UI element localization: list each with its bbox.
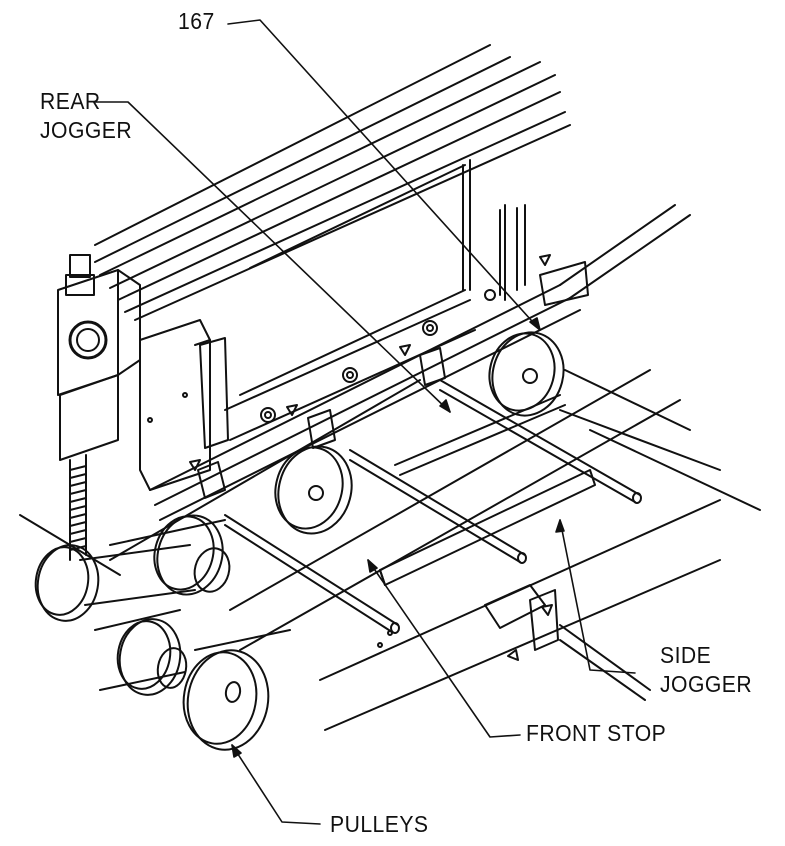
jogger-shaft — [149, 204, 691, 521]
label-front-stop: FRONT STOP — [526, 720, 667, 746]
top-rails — [94, 44, 571, 321]
label-side-jogger-line1: SIDE — [660, 642, 712, 668]
label-rear-jogger-line2: JOGGER — [40, 117, 133, 143]
side-plate — [139, 319, 229, 491]
label-167: 167 — [178, 8, 215, 34]
leader-lines — [94, 19, 636, 825]
label-rear-jogger-line1: REAR — [40, 88, 101, 114]
jogger-rods — [224, 379, 642, 634]
jogger-wheels — [153, 331, 565, 596]
base-table — [19, 369, 761, 731]
adjustment-tower — [57, 254, 141, 561]
side-jogger-rail — [379, 469, 651, 701]
frame-post — [462, 159, 526, 301]
label-side-jogger-line2: JOGGER — [660, 671, 753, 697]
pulleys — [34, 519, 291, 751]
label-pulleys: PULLEYS — [330, 811, 429, 837]
back-crossbar — [224, 289, 476, 441]
